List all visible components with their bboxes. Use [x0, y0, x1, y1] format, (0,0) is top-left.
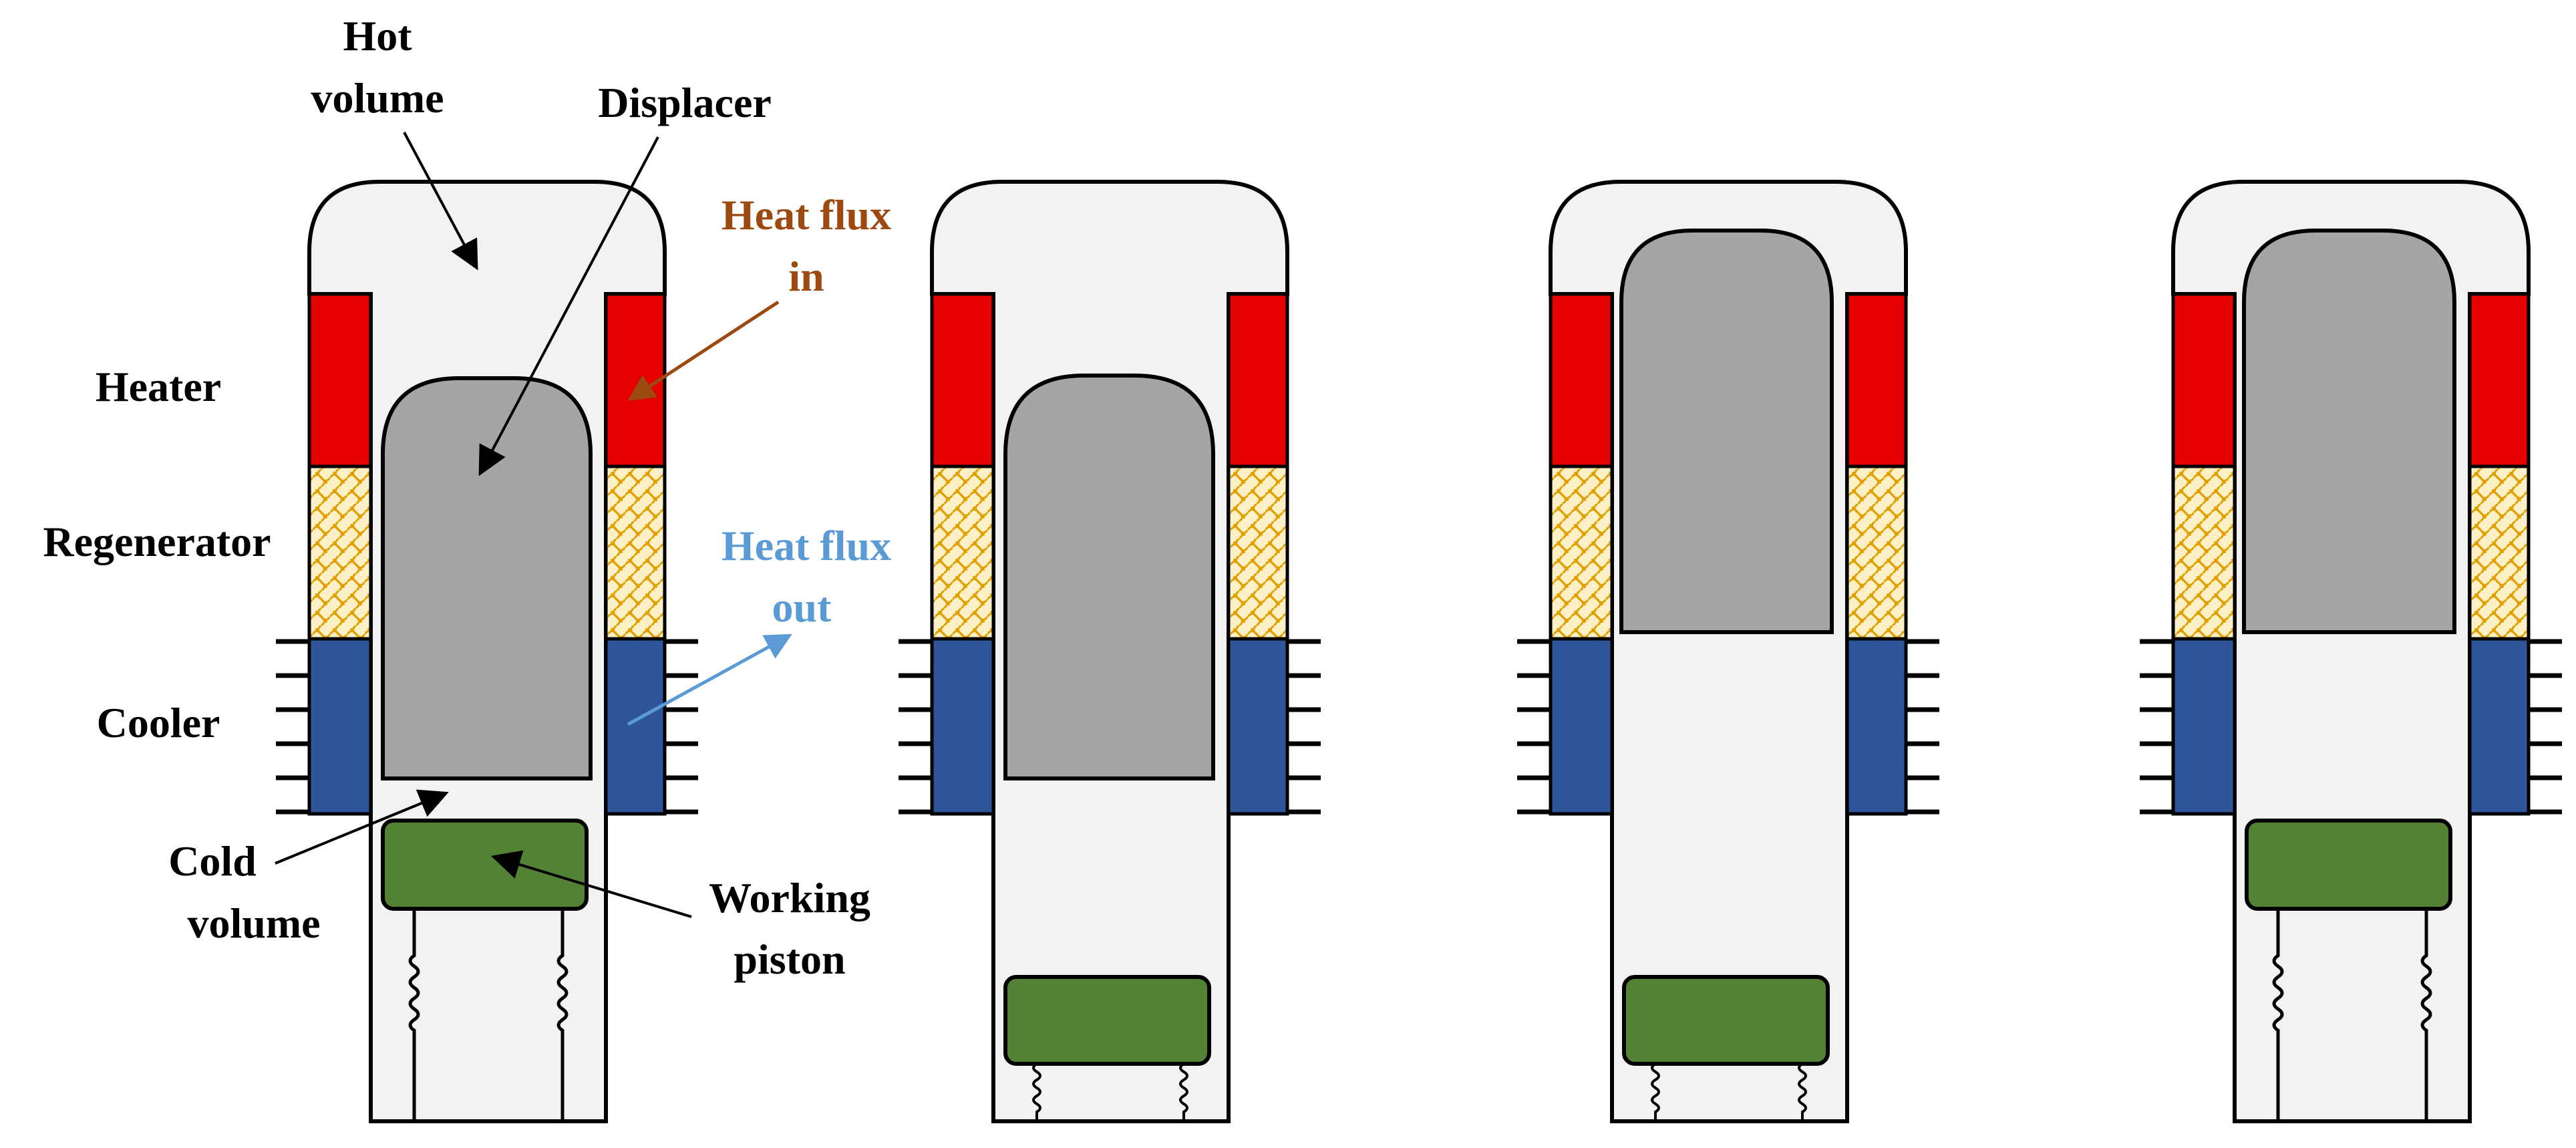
working-piston	[2245, 819, 2452, 911]
cooler-fins-left	[1517, 639, 1551, 815]
regenerator-left	[930, 464, 995, 641]
regenerator-left	[1549, 464, 1614, 641]
regenerator-right	[2468, 464, 2531, 641]
heat-flux-in-label-line1: Heat flux	[721, 191, 891, 239]
cooler-fins-left	[899, 639, 932, 815]
regenerator-left	[307, 464, 373, 641]
cooler-fins-left	[276, 639, 309, 815]
working-piston	[381, 819, 589, 911]
heater-right	[1845, 292, 1908, 468]
heat-flux-in-arrow	[627, 300, 780, 401]
hot-volume-arrow	[403, 132, 478, 271]
displacer-label: Displacer	[598, 79, 772, 126]
displacer	[1003, 374, 1215, 780]
heat-flux-out-arrow	[627, 633, 792, 726]
cooler-right	[1227, 637, 1289, 816]
cooler-left	[1549, 637, 1614, 816]
working-piston	[1003, 975, 1211, 1066]
stage-2	[899, 180, 1321, 1123]
annotation-arrows	[275, 132, 792, 918]
working-piston-arrow	[490, 850, 692, 918]
heater-label: Heater	[96, 363, 221, 410]
cooler-left	[307, 637, 373, 816]
hot-volume-label-line2: volume	[311, 74, 444, 122]
regenerator-right	[604, 464, 667, 641]
cooler-left	[930, 637, 995, 816]
heat-flux-in-label-line2: in	[788, 253, 824, 300]
cooler-fins-right	[1287, 639, 1321, 815]
stage-4	[2140, 180, 2562, 1123]
heater-left	[307, 292, 373, 468]
working-piston	[1622, 975, 1830, 1066]
cold-volume-label-line2: volume	[187, 899, 320, 947]
cooler-fins-right	[665, 639, 698, 815]
regenerator-right	[1845, 464, 1908, 641]
cooler-fins-right	[2529, 639, 2562, 815]
piston-springs	[1032, 1062, 1188, 1121]
labels: Hot volume Displacer Heat flux in Heater…	[43, 12, 891, 983]
cooler-left	[2171, 637, 2237, 816]
displacer-arrow	[478, 136, 659, 476]
heat-flux-out-label-line2: out	[772, 583, 832, 631]
heater-left	[1549, 292, 1614, 468]
cooler-right	[2468, 637, 2531, 816]
hot-volume-label-line1: Hot	[343, 12, 412, 59]
heater-left	[2171, 292, 2237, 468]
cooler-label: Cooler	[97, 699, 220, 746]
heater-left	[930, 292, 995, 468]
cooler-right	[604, 637, 667, 816]
working-piston-label-line1: Working	[709, 874, 870, 921]
cooler-right	[1845, 637, 1908, 816]
displacer	[2242, 229, 2456, 634]
regenerator-left	[2171, 464, 2237, 641]
stage-1	[276, 180, 698, 1123]
cooler-fins-right	[1906, 639, 1939, 815]
regenerator-right	[1227, 464, 1289, 641]
stage-3	[1517, 180, 1939, 1123]
cooler-fins-left	[2140, 639, 2173, 815]
heat-flux-out-label-line1: Heat flux	[721, 522, 891, 569]
regenerator-label: Regenerator	[43, 518, 271, 565]
displacer	[1619, 229, 1834, 634]
heater-right	[1227, 292, 1289, 468]
displacer	[381, 376, 593, 780]
piston-springs	[408, 909, 569, 1121]
piston-springs	[1651, 1062, 1807, 1121]
heater-right	[2468, 292, 2531, 468]
cold-volume-label-line1: Cold	[168, 837, 257, 885]
piston-springs	[2272, 909, 2432, 1121]
cold-volume-arrow	[275, 789, 449, 865]
working-piston-label-line2: piston	[734, 936, 845, 983]
